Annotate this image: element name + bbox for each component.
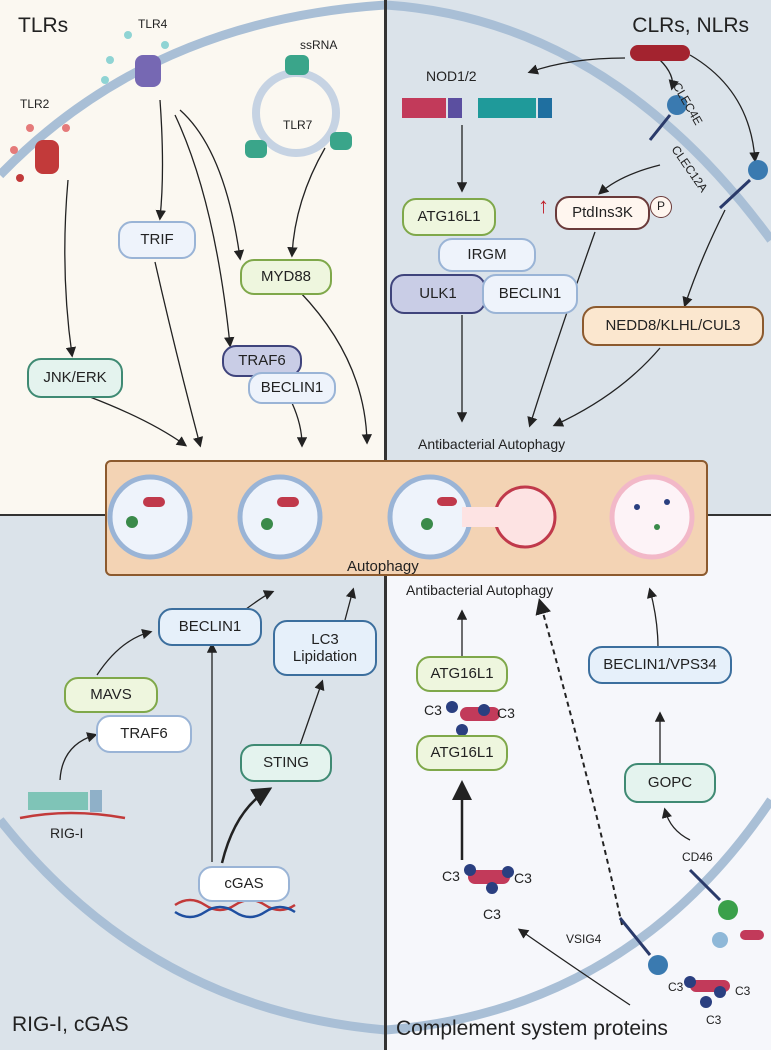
nod-label: NOD1/2 bbox=[426, 68, 477, 84]
phagophore-stage bbox=[107, 474, 193, 560]
rig-i-label: RIG-I bbox=[50, 825, 84, 841]
c3-label: C3 bbox=[497, 705, 515, 721]
lipidation-label: Lipidation bbox=[292, 648, 358, 665]
complement-atg16l1-top-box: ATG16L1 bbox=[416, 656, 508, 692]
tlr7-label: TLR7 bbox=[283, 118, 313, 132]
cd46-label: CD46 bbox=[682, 850, 713, 864]
tl-membrane bbox=[0, 0, 387, 179]
cd46-receptor bbox=[688, 868, 764, 948]
autophagy-panel: Autophagy bbox=[105, 460, 708, 576]
complement-antibacterial-autophagy-label: Antibacterial Autophagy bbox=[406, 582, 554, 598]
complement-title: Complement system proteins bbox=[396, 1017, 668, 1040]
nod-receptors bbox=[402, 98, 552, 118]
sting-box: STING bbox=[240, 744, 332, 782]
tlr4-label: TLR4 bbox=[138, 17, 168, 31]
rig-cgas-title: RIG-I, cGAS bbox=[12, 1013, 129, 1036]
c3-bacterium-cluster-1 bbox=[464, 864, 514, 894]
upregulation-arrow-icon: ↑ bbox=[538, 193, 549, 218]
jnk-erk-box: JNK/ERK bbox=[27, 358, 123, 398]
lc3-label: LC3 bbox=[311, 630, 339, 648]
vsig4-receptor bbox=[618, 917, 668, 975]
clr-atg16l1-box: ATG16L1 bbox=[402, 198, 496, 236]
beclin1-vps34-box: BECLIN1/VPS34 bbox=[588, 646, 732, 684]
rig-traf6-box: TRAF6 bbox=[96, 715, 192, 753]
rig-beclin1-box: BECLIN1 bbox=[158, 608, 262, 646]
fusion-stage bbox=[387, 474, 557, 560]
autophagosome-stage bbox=[237, 474, 323, 560]
br-membrane bbox=[385, 797, 771, 1035]
tlr-title: TLRs bbox=[18, 14, 69, 37]
tr-membrane bbox=[385, 0, 771, 243]
ulk1-box: ULK1 bbox=[390, 274, 486, 314]
clr-antibacterial-autophagy-label: Antibacterial Autophagy bbox=[418, 436, 566, 452]
autolysosome-stage bbox=[609, 474, 695, 560]
gopc-box: GOPC bbox=[624, 763, 716, 803]
bl-membrane bbox=[0, 817, 387, 1035]
trif-box: TRIF bbox=[118, 221, 196, 259]
c3-bacterium-cluster-3 bbox=[684, 976, 730, 1008]
irgm-box: IRGM bbox=[438, 238, 536, 272]
cgas-box: cGAS bbox=[198, 866, 290, 902]
bacterium-top bbox=[630, 45, 690, 61]
rig-i-receptor bbox=[28, 792, 88, 810]
c3-label: C3 bbox=[668, 980, 684, 994]
lc3-lipidation-box: LC3 Lipidation bbox=[273, 620, 377, 676]
tlr7-receptor bbox=[245, 55, 352, 158]
vsig4-label: VSIG4 bbox=[566, 932, 602, 946]
c3-label: C3 bbox=[706, 1013, 722, 1027]
ssrna-label: ssRNA bbox=[300, 38, 338, 52]
tlr2-receptor bbox=[10, 124, 70, 182]
c3-label: C3 bbox=[483, 906, 501, 922]
c3-label: C3 bbox=[424, 702, 442, 718]
tlr4-receptor bbox=[101, 31, 169, 87]
ptdins3k-box: PtdIns3K bbox=[555, 196, 650, 230]
c3-label: C3 bbox=[514, 870, 532, 886]
c3-label: C3 bbox=[442, 868, 460, 884]
phosphate-badge: P bbox=[650, 196, 672, 218]
mavs-box: MAVS bbox=[64, 677, 158, 713]
clr-beclin1-box: BECLIN1 bbox=[482, 274, 578, 314]
rig-cgas-quadrant bbox=[0, 515, 386, 1050]
autophagy-label: Autophagy bbox=[347, 558, 419, 575]
clec-receptors bbox=[648, 95, 768, 210]
myd88-box: MYD88 bbox=[240, 259, 332, 295]
c3-bacterium-cluster-2 bbox=[446, 701, 500, 736]
clr-nlr-title: CLRs, NLRs bbox=[632, 14, 749, 37]
c3-label: C3 bbox=[735, 984, 751, 998]
endosome bbox=[252, 69, 340, 157]
nedd8-klhl-cul3-box: NEDD8/KLHL/CUL3 bbox=[582, 306, 764, 346]
tlr2-label: TLR2 bbox=[20, 97, 50, 111]
complement-atg16l1-bottom-box: ATG16L1 bbox=[416, 735, 508, 771]
tlr-beclin1-box: BECLIN1 bbox=[248, 372, 336, 404]
